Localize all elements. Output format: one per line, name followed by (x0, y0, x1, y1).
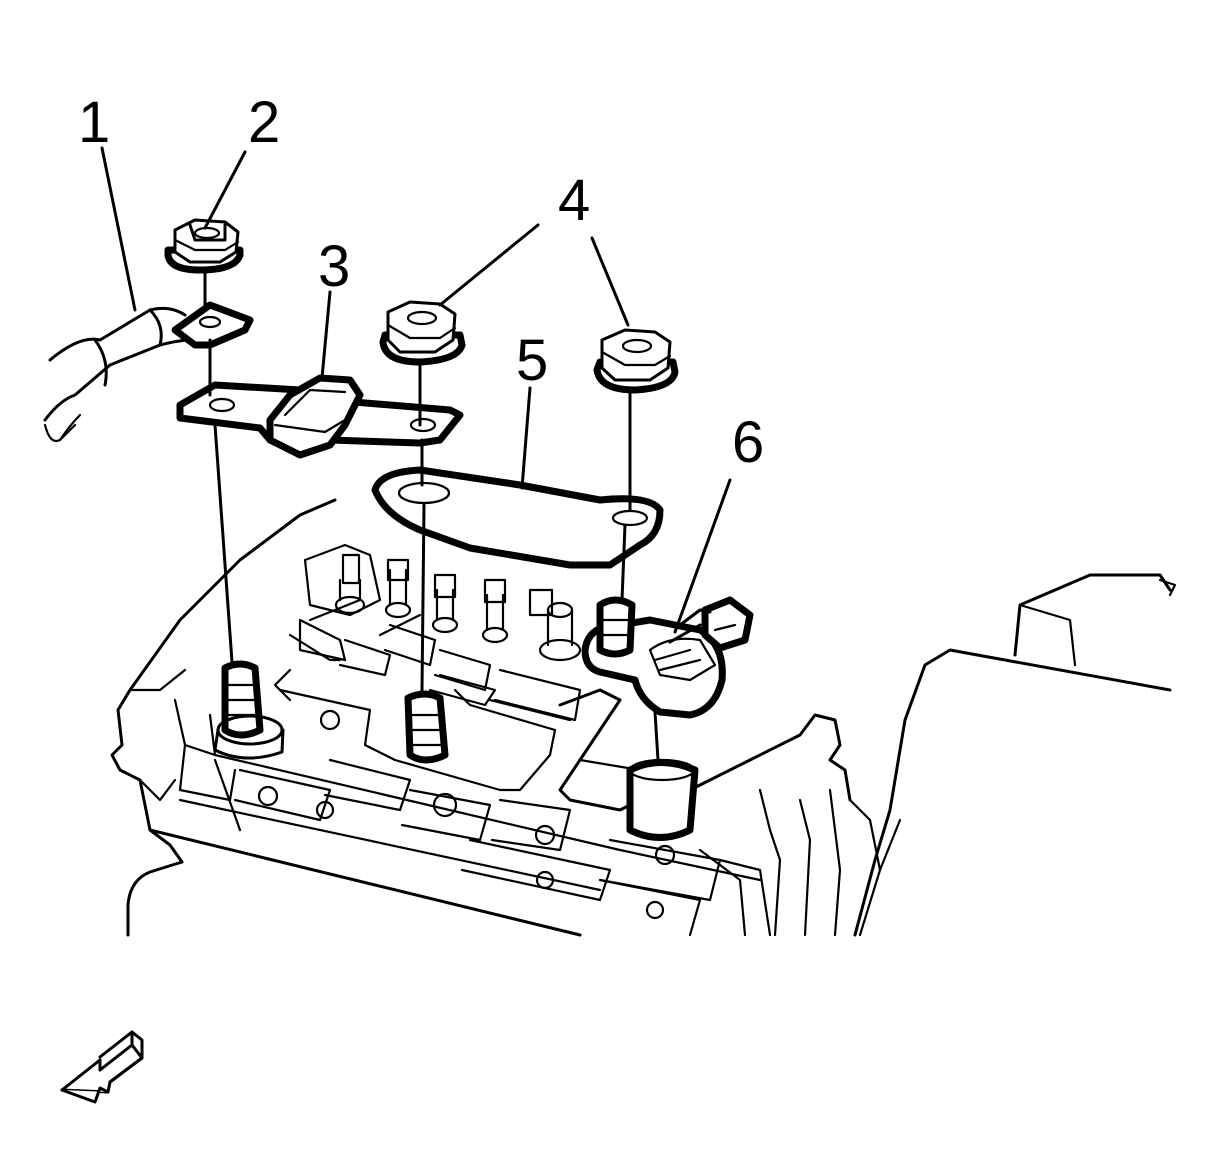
stud-middle (404, 690, 449, 764)
callout-4: 4 (558, 168, 590, 233)
fuse-block-housing (110, 498, 882, 937)
view-direction-arrow-icon (60, 1030, 144, 1104)
stud-right (596, 596, 636, 658)
stud-left (213, 660, 285, 760)
callout-3: 3 (318, 234, 350, 299)
callout-6: 6 (732, 410, 764, 475)
link-5 (371, 466, 664, 569)
callout-labels: 1 2 3 4 5 6 (78, 90, 764, 475)
callout-1: 1 (78, 90, 110, 155)
background-housing-right (853, 573, 1177, 937)
nut-4-right (593, 328, 679, 394)
battery-cable (43, 301, 254, 443)
callout-5: 5 (516, 328, 548, 393)
leader-lines (100, 146, 732, 634)
nut-2 (164, 218, 244, 274)
fuse-3 (176, 374, 464, 459)
terminal-post (626, 758, 699, 841)
alignment-lines (203, 268, 660, 762)
callout-2: 2 (248, 90, 280, 155)
connector-row (288, 543, 582, 722)
nut-4-left (379, 300, 466, 366)
